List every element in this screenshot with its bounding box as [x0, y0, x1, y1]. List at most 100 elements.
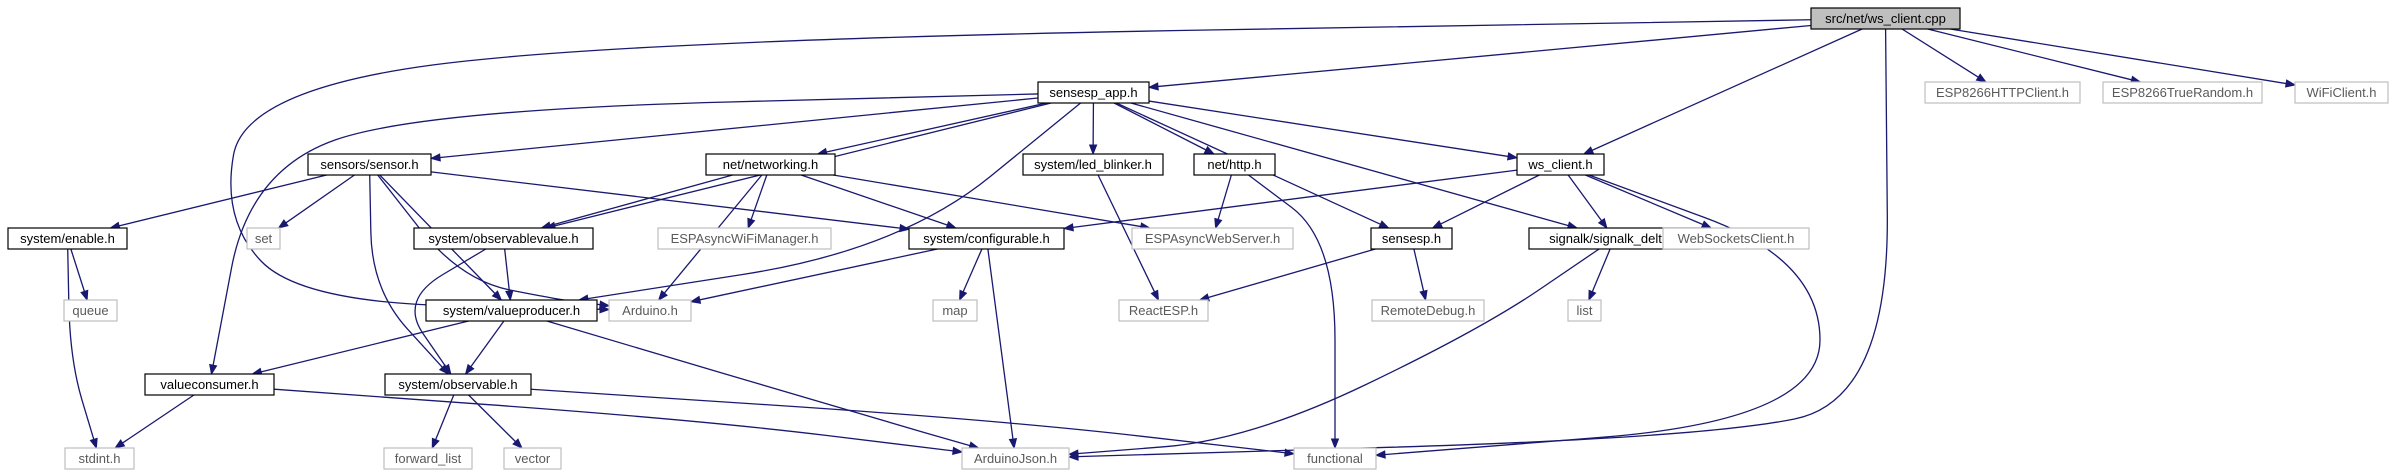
node-box: [384, 373, 532, 396]
edge-line: [1590, 28, 1863, 152]
edge-arrowhead: [899, 223, 911, 233]
edge-line: [284, 174, 355, 224]
node-signalk[interactable]: signalk/signalk_delta.h: [1528, 227, 1701, 250]
node-label: system/enable.h: [20, 231, 115, 246]
node-label: WiFiClient.h: [2306, 85, 2376, 100]
node-queue: queue: [63, 299, 118, 322]
edge-line: [1439, 174, 1540, 226]
edge-line: [259, 320, 469, 373]
node-led[interactable]: system/led_blinker.h: [1022, 153, 1164, 176]
node-box: [63, 299, 118, 322]
node-functional: functional: [1293, 447, 1377, 470]
node-ws-client[interactable]: ws_client.h: [1516, 153, 1605, 176]
edge-line: [586, 102, 1082, 300]
node-box: [7, 227, 128, 250]
edge-line: [438, 97, 1039, 159]
node-networking[interactable]: net/networking.h: [705, 153, 836, 176]
edge-root-to-esp8266http: [1901, 28, 1988, 83]
node-remotedebug: RemoteDebug.h: [1371, 299, 1485, 322]
node-http[interactable]: net/http.h: [1193, 153, 1276, 176]
edge-arrowhead: [1419, 289, 1428, 302]
node-label: system/led_blinker.h: [1034, 157, 1152, 172]
node-label: sensesp.h: [1382, 231, 1441, 246]
edge-obsvalue-to-valueproducer: [504, 248, 514, 302]
node-label: system/observablevalue.h: [428, 231, 578, 246]
edge-line: [1217, 174, 1233, 221]
node-label: stdint.h: [79, 451, 121, 466]
node-esp8266rand: ESP8266TrueRandom.h: [2102, 81, 2263, 104]
node-root[interactable]: src/net/ws_client.cpp: [1810, 7, 1961, 30]
node-box: [425, 299, 598, 322]
edge-sensesp-to-reactesp: [1198, 248, 1376, 302]
edge-line: [1927, 28, 2133, 81]
node-enable[interactable]: system/enable.h: [7, 227, 128, 250]
node-box: [908, 227, 1065, 250]
edge-arrowhead: [1597, 217, 1608, 230]
edge-sensesp_app-to-http: [1113, 102, 1216, 155]
edge-line: [1097, 174, 1156, 294]
node-valueproducer[interactable]: system/valueproducer.h: [425, 299, 598, 322]
edge-arrowhead: [209, 363, 218, 376]
edge-arrowhead: [1147, 82, 1159, 91]
edge-line: [504, 248, 511, 293]
node-label: forward_list: [395, 451, 462, 466]
edge-arrowhead: [491, 290, 503, 301]
edge-line: [833, 174, 1142, 228]
edge-valueconsumer-to-arduinojson: [273, 388, 964, 456]
edge-root-to-sensesp_app: [1147, 24, 1812, 91]
edge-arrowhead: [89, 437, 98, 450]
node-label: signalk/signalk_delta.h: [1549, 231, 1680, 246]
node-stdint: stdint.h: [64, 447, 135, 470]
edge-valueproducer-to-valueconsumer: [251, 320, 469, 376]
edge-http-to-functional: [1248, 174, 1340, 450]
node-sensesp[interactable]: sensesp.h: [1370, 227, 1453, 250]
edge-arrowhead: [952, 446, 964, 456]
node-label: system/observable.h: [398, 377, 517, 392]
edge-arrowhead: [959, 289, 968, 302]
edge-arrowhead: [505, 290, 514, 302]
node-configurable[interactable]: system/configurable.h: [908, 227, 1065, 250]
edge-line: [1901, 28, 1980, 79]
edge-sensesp_app-to-ws_client: [1148, 100, 1519, 161]
edge-sensesp_app-to-networking: [816, 102, 1047, 157]
edge-arrowhead: [2284, 79, 2297, 88]
edge-valueconsumer-to-stdint: [113, 394, 195, 449]
node-box: [2102, 81, 2263, 104]
node-esp8266http: ESP8266HTTPClient.h: [1924, 81, 2081, 104]
edge-arrowhead: [1150, 289, 1160, 302]
edge-ws_client-to-sensesp: [1431, 174, 1540, 229]
edge-configurable-to-map: [959, 248, 983, 302]
node-forward-list: forward_list: [383, 447, 473, 470]
node-websockets: WebSocketsClient.h: [1662, 227, 1810, 250]
edge-arrowhead: [689, 295, 702, 304]
edge-arrowhead: [657, 289, 668, 302]
edge-line: [1071, 169, 1518, 229]
edge-root-to-wifi: [1950, 28, 2297, 88]
node-label: map: [942, 303, 967, 318]
node-observable[interactable]: system/observable.h: [384, 373, 532, 396]
node-valueconsumer[interactable]: valueconsumer.h: [144, 373, 275, 396]
edge-arrowhead: [1330, 438, 1340, 450]
node-obsvalue[interactable]: system/observablevalue.h: [413, 227, 594, 250]
edge-obsvalue-to-observable: [414, 248, 487, 376]
edge-line: [67, 248, 95, 441]
node-sensor[interactable]: sensors/sensor.h: [307, 153, 432, 176]
edge-sensesp_app-to-led: [1088, 102, 1098, 156]
edge-line: [800, 174, 949, 227]
edge-line: [121, 394, 195, 445]
edge-arrowhead: [113, 439, 126, 449]
edge-arrowhead: [1431, 219, 1444, 229]
edge-arrowhead: [1284, 448, 1296, 457]
node-map: map: [932, 299, 978, 322]
node-sensesp-app[interactable]: sensesp_app.h: [1037, 81, 1150, 104]
edge-line: [530, 388, 1287, 454]
edge-line: [548, 174, 733, 227]
edge-line: [750, 174, 768, 221]
edge-arrowhead: [1374, 450, 1386, 459]
edge-arrowhead: [1975, 73, 1988, 83]
edge-ws_client-to-signalk: [1567, 174, 1608, 230]
node-box: [383, 447, 473, 470]
edge-configurable-to-arduino: [689, 248, 938, 304]
edge-signalk-to-list: [1588, 248, 1611, 302]
